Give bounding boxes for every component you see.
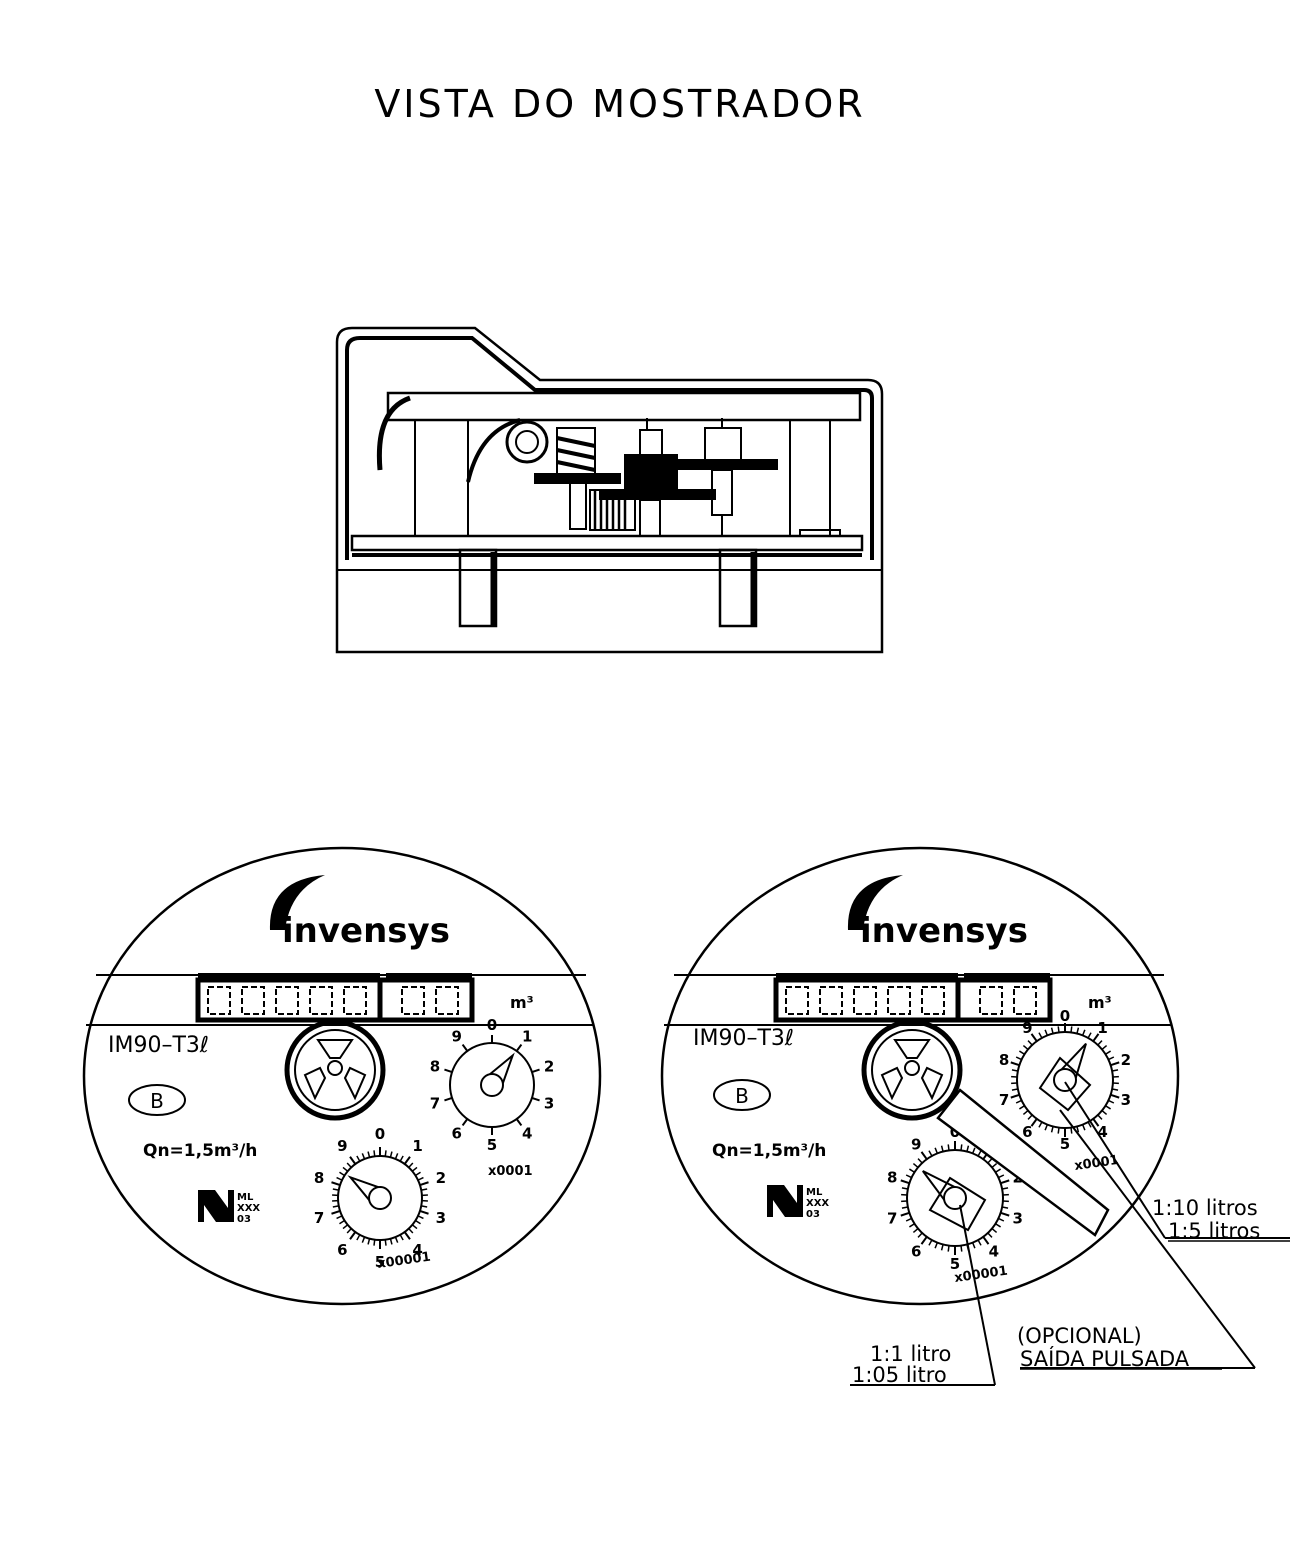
unit-label: m³ — [1088, 993, 1112, 1012]
odometer-digit-slots — [786, 987, 1036, 1014]
class-badge-label: B — [150, 1089, 164, 1113]
dial-face-right: invensys m³ IM90–T3ℓ B Qn=1,5m³/h — [662, 848, 1290, 1385]
brand-name: invensys — [282, 911, 450, 951]
dial-digit: 6 — [452, 1125, 462, 1143]
callout-ratio-10: 1:10 litros — [1152, 1196, 1258, 1220]
callout-ratio-5: 1:5 litros — [1168, 1219, 1260, 1243]
dial-digit: 3 — [1121, 1091, 1131, 1109]
dial-digit: 4 — [522, 1125, 532, 1143]
dial-digit: 6 — [337, 1241, 347, 1259]
svg-text:03: 03 — [806, 1209, 820, 1220]
dial-digit: 6 — [1022, 1123, 1032, 1141]
dial-digit: 1 — [412, 1137, 422, 1155]
dial-digit: 9 — [911, 1136, 921, 1154]
flow-rate-label: Qn=1,5m³/h — [712, 1141, 826, 1161]
dial-digit: 3 — [436, 1209, 446, 1227]
odometer-window — [198, 980, 472, 1020]
dial-x0001: 0 12 34 5 67 89 — [999, 1007, 1131, 1153]
dial-digit: 7 — [999, 1091, 1009, 1109]
svg-text:ML: ML — [806, 1187, 823, 1198]
callout-ratio-05: 1:05 litro — [852, 1363, 947, 1387]
dial-digit: 7 — [314, 1209, 324, 1227]
svg-text:ML: ML — [237, 1192, 254, 1203]
dial-digit: 3 — [544, 1095, 554, 1113]
svg-text:XXX: XXX — [237, 1203, 260, 1214]
dial-digit: 7 — [430, 1095, 440, 1113]
callout-optional: (OPCIONAL) — [1017, 1324, 1142, 1348]
page-title: VISTA DO MOSTRADOR — [374, 82, 865, 126]
mechanism-side-view — [337, 328, 882, 652]
dial-digit: 8 — [887, 1169, 897, 1187]
dial-digit: 2 — [436, 1169, 446, 1187]
metrology-mark-icon: ML XXX 03 — [198, 1190, 260, 1225]
dial-digit: 8 — [314, 1169, 324, 1187]
flow-rate-label: Qn=1,5m³/h — [143, 1141, 257, 1161]
dial-digit: 9 — [337, 1137, 347, 1155]
dial-digit: 6 — [911, 1242, 921, 1260]
model-label: IM90–T3ℓ — [108, 1033, 209, 1058]
dial-digit: 4 — [1097, 1123, 1107, 1141]
dial-digit: 0 — [1060, 1007, 1070, 1025]
dial-digit: 1 — [522, 1027, 532, 1045]
leak-indicator-icon — [287, 1022, 383, 1118]
dial-digit: 9 — [1022, 1019, 1032, 1037]
dial-multiplier-large: x00001 — [953, 1264, 1008, 1286]
metrology-mark-icon: ML XXX 03 — [767, 1185, 829, 1220]
dial-digit: 9 — [452, 1027, 462, 1045]
dial-digit: 7 — [887, 1209, 897, 1227]
dial-x0001: 0 12 34 5 67 89 — [430, 1016, 555, 1154]
unit-label: m³ — [510, 993, 534, 1012]
odometer-digit-slots — [208, 987, 458, 1014]
model-label: IM90–T3ℓ — [693, 1026, 794, 1051]
svg-text:03: 03 — [237, 1214, 251, 1225]
dial-face-left: invensys m³ IM90–T3ℓ B — [84, 848, 600, 1304]
dial-digit: 2 — [1121, 1051, 1131, 1069]
dial-multiplier-small: x0001 — [488, 1164, 533, 1179]
dial-digit: 5 — [1060, 1135, 1070, 1153]
dial-digit: 8 — [430, 1057, 440, 1075]
brand-name: invensys — [860, 911, 1028, 951]
dial-digit: 2 — [544, 1057, 554, 1075]
class-badge-label: B — [735, 1084, 749, 1108]
odometer-window — [776, 980, 1050, 1020]
dial-digit: 1 — [1097, 1019, 1107, 1037]
dial-digit: 3 — [1013, 1209, 1023, 1227]
dial-digit: 0 — [375, 1125, 385, 1143]
svg-text:XXX: XXX — [806, 1198, 829, 1209]
dial-digit: 5 — [487, 1136, 497, 1154]
dial-digit: 4 — [989, 1242, 999, 1260]
dial-digit: 8 — [999, 1051, 1009, 1069]
leak-indicator-icon — [864, 1022, 960, 1118]
dial-digit: 0 — [487, 1016, 497, 1034]
callout-pulse-output: SAÍDA PULSADA — [1020, 1346, 1190, 1371]
